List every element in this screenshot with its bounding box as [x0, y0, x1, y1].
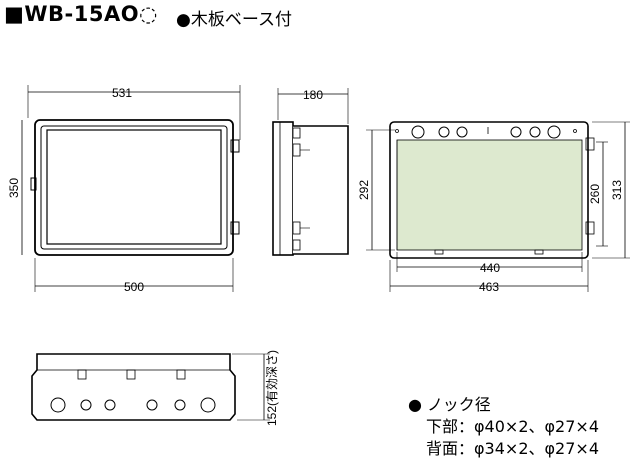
model-title: ■WB-15AO◌	[4, 2, 158, 26]
knockout-title: ● ノック径	[408, 395, 491, 414]
bottom-view	[31, 353, 270, 421]
side-view	[272, 88, 349, 256]
back-outer-height-dim: 313	[610, 180, 624, 200]
back-inner-width-dim: 440	[480, 261, 500, 275]
back-left-height-dim: 292	[357, 180, 371, 200]
option-label: ●木板ベース付	[176, 10, 292, 30]
knockout-notes: ● ノック径 下部：φ40×2、φ27×4 背面：φ34×2、φ27×4	[408, 394, 599, 460]
front-height-dim: 350	[7, 178, 21, 198]
back-inner-height-dim: 260	[588, 184, 602, 204]
back-outer-width-dim: 463	[479, 280, 499, 294]
front-width-top-dim: 531	[112, 86, 132, 100]
wood-base-panel	[396, 139, 583, 251]
knockout-lower: 下部：φ40×2、φ27×4	[426, 417, 600, 436]
front-view	[21, 85, 241, 292]
front-width-bottom-dim: 500	[124, 280, 144, 294]
bottom-depth-dim: 152(有効深さ)	[264, 350, 279, 426]
side-depth-dim: 180	[303, 88, 323, 102]
knockout-back: 背面：φ34×2、φ27×4	[426, 439, 600, 458]
back-view	[366, 121, 630, 292]
